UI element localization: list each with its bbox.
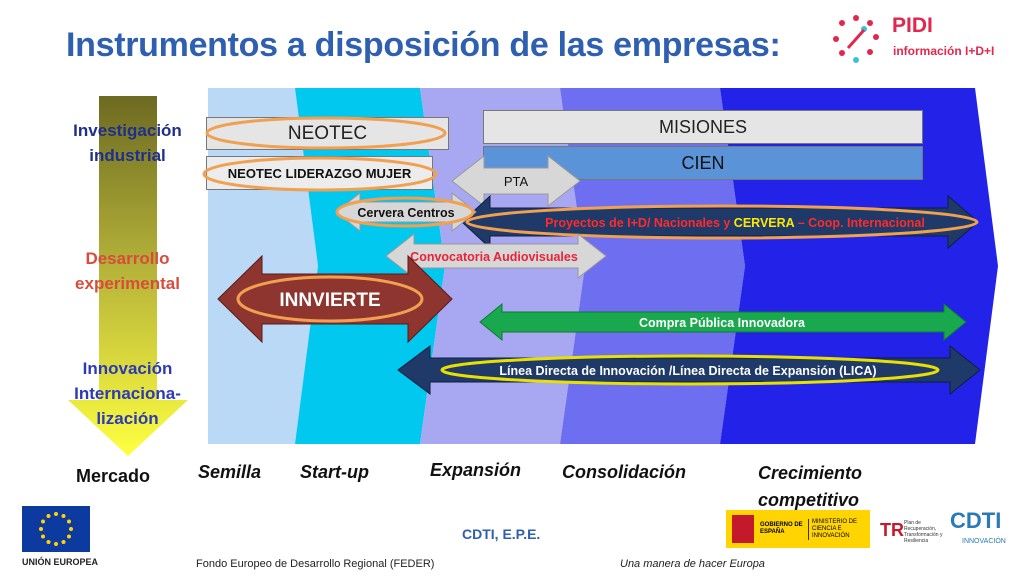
- cdti-logo-sub: INNOVACIÓN: [962, 538, 1006, 545]
- pta-label: PTA: [504, 174, 529, 189]
- gobierno-logo: GOBIERNO DE ESPAÑA MINISTERIO DE CIENCIA…: [726, 510, 870, 548]
- neotec-liderazgo-label: NEOTEC LIDERAZGO MUJER: [227, 165, 412, 181]
- eu-star: [61, 514, 66, 518]
- pta-arrow: [451, 154, 581, 208]
- proyectos-label: Proyectos de I+D/ Nacionales y CERVERA –…: [545, 216, 925, 230]
- pidi-logo-subtitle: información I+D+I: [893, 44, 995, 58]
- proyectos-ellipse: [465, 204, 979, 240]
- innvierte-label: INNVIERTE: [279, 290, 380, 311]
- neotec-liderazgo-ellipse: [202, 156, 438, 192]
- stage-crecimiento: Crecimiento competitivo: [758, 463, 863, 510]
- compra-publica-label: Compra Pública Innovadora: [639, 316, 806, 330]
- plan-tr-icon: TR: [880, 520, 904, 540]
- convocatoria-label: Convocatoria Audiovisuales: [410, 250, 578, 264]
- eu-flag-icon: [22, 506, 90, 552]
- pidi-logo-icon: [833, 15, 879, 63]
- page-title: Instrumentos a disposición de las empres…: [66, 26, 781, 64]
- misiones-label: MISIONES: [658, 116, 747, 137]
- innvierte-arrow: [217, 254, 453, 344]
- neotec-label: NEOTEC: [287, 122, 368, 144]
- eu-star: [41, 534, 45, 539]
- cdti-epe-label: CDTI, E.P.E.: [462, 526, 541, 542]
- eu-star: [39, 527, 43, 531]
- neotec-ellipse: [205, 116, 447, 150]
- cervera-centros-arrow: [335, 191, 477, 233]
- gobierno-label: GOBIERNO DE ESPAÑA: [760, 522, 803, 535]
- stage-expansion: Expansión: [430, 460, 522, 480]
- stage-mercado: Mercado: [76, 466, 151, 486]
- cervera-centros-label: Cervera Centros: [357, 206, 454, 220]
- eu-star: [54, 542, 58, 546]
- innvierte-ellipse: [236, 275, 424, 323]
- eu-star: [67, 519, 71, 524]
- eu-star: [46, 514, 51, 518]
- stage-consolidacion: Consolidación: [562, 462, 687, 482]
- eu-star: [54, 512, 58, 516]
- motto-label: Una manera de hacer Europa: [620, 558, 765, 570]
- pidi-logo-name: PIDI: [892, 14, 933, 37]
- eu-label: UNIÓN EUROPEA: [22, 557, 99, 567]
- eu-star: [67, 534, 71, 539]
- misiones-box: MISIONES: [483, 110, 923, 144]
- ministerio-label: MINISTERIO DE CIENCIA E INNOVACIÓN: [808, 518, 868, 540]
- feder-label: Fondo Europeo de Desarrollo Regional (FE…: [196, 558, 435, 570]
- cdti-logo-text: CDTI: [950, 508, 1002, 533]
- stage-startup: Start-up: [300, 462, 369, 482]
- lica-label: Línea Directa de Innovación /Línea Direc…: [499, 364, 876, 378]
- lica-ellipse: [440, 354, 940, 386]
- compra-publica-arrow: [479, 302, 967, 342]
- spain-shield-icon: [730, 513, 756, 545]
- eu-star: [61, 540, 66, 544]
- eu-star: [69, 527, 73, 531]
- eu-star: [41, 519, 45, 524]
- plan-label: Plan de Recuperación, Transformación y R…: [904, 520, 943, 544]
- eu-star: [46, 540, 51, 544]
- vertical-axis-arrow: [68, 96, 188, 456]
- cervera-centros-ellipse: [335, 196, 475, 228]
- cien-label: CIEN: [681, 152, 725, 173]
- stage-semilla: Semilla: [198, 462, 262, 482]
